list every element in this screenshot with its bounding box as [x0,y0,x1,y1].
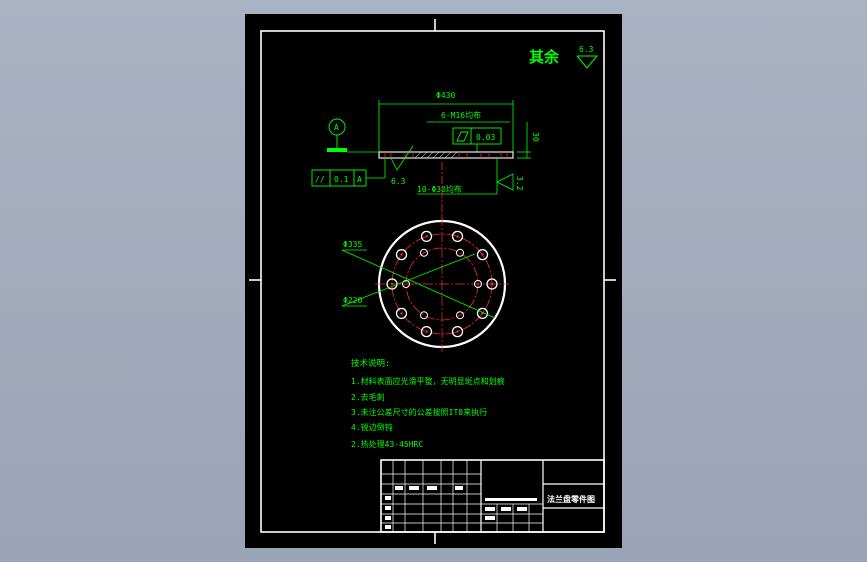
plan-view: Φ335 Φ220 [341,216,509,352]
flatness-symbol [456,131,469,142]
dim-outer-diameter: Φ430 [436,91,455,100]
roughness-right-value: 3.2 [515,176,524,191]
parallelism-value: 0.1 [334,175,349,184]
title-block-name: 法兰盘零件图 [547,494,595,504]
roughness-symbol-right [496,173,514,191]
tech-item: 2.热处理43-45HRC [351,439,423,449]
flatness-value: 0.03 [476,133,495,142]
dim-bolt-holes: 10-Φ30均布 [417,184,462,194]
drawing-sheet[interactable]: 其余 6.3 Φ430 6-M16均布 0.03 [245,14,622,548]
roughness-note: 其余 6.3 [529,45,599,69]
tech-item: 4.锐边倒钝 [351,422,393,432]
technical-drawing: 其余 6.3 Φ430 6-M16均布 0.03 [249,19,616,544]
dim-thickness: 30 [531,132,540,142]
roughness-symbol-left [390,145,414,171]
roughness-left-value: 6.3 [391,177,406,186]
drawing-frame [260,30,605,533]
roughness-note-label: 其余 [529,48,560,66]
dim-thread-holes: 6-M16均布 [441,110,481,120]
side-view: Φ430 6-M16均布 0.03 30 [311,91,540,220]
parallelism-symbol: // [315,175,325,184]
tech-item: 1.材料表面应光滑平整，无明显斑点和划痕 [351,376,505,386]
tech-heading: 技术说明: [351,358,390,369]
tech-item: 3.未注公差尺寸的公差按照IT8来执行 [351,407,487,417]
dim-circle-a: Φ335 [343,240,362,249]
technical-requirements: 技术说明: 1.材料表面应光滑平整，无明显斑点和划痕 2.去毛刺 3.未注公差尺… [351,358,505,449]
dim-circle-b: Φ220 [343,296,362,305]
datum-letter: A [334,123,339,132]
roughness-symbol [576,55,599,69]
title-block: 法兰盘零件图 [380,459,605,533]
parallelism-datum: A [357,175,362,184]
tech-item: 2.去毛刺 [351,392,385,402]
datum-base [327,148,347,152]
roughness-note-value: 6.3 [579,45,594,54]
flange-section [378,151,514,159]
